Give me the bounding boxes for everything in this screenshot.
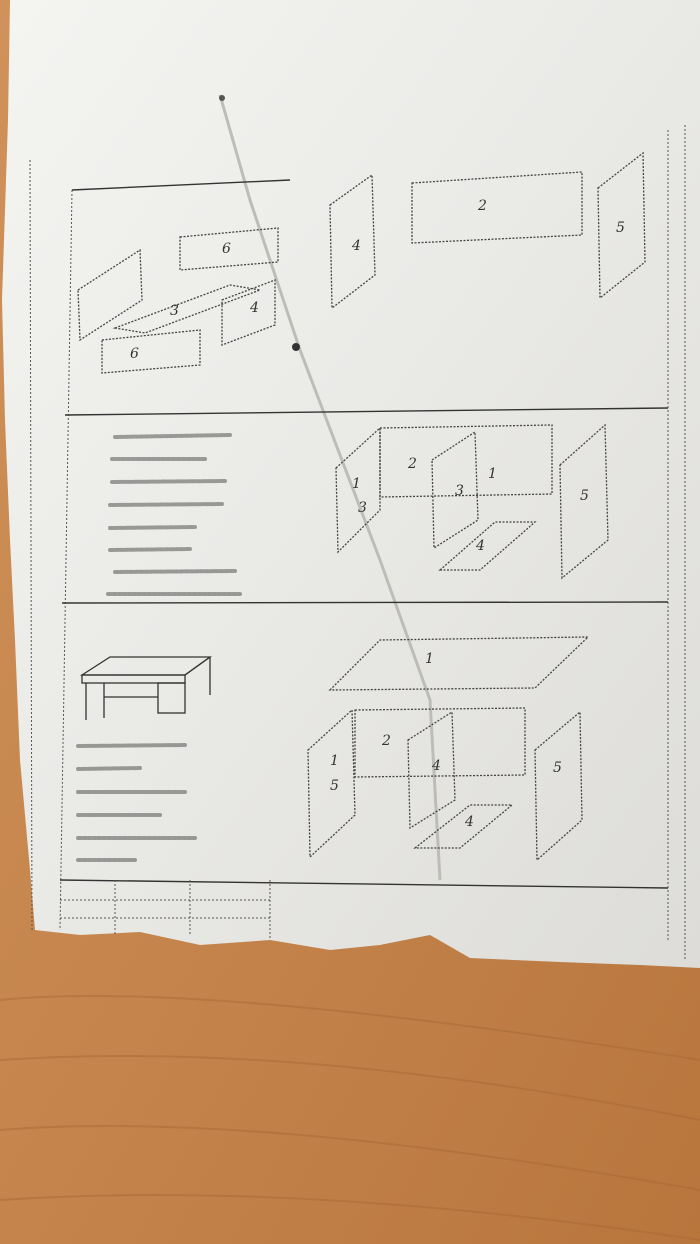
part-label: 6 (222, 241, 231, 257)
step-2-assembly-drawing: 2 1 3 1 5 3 4 (335, 423, 609, 580)
desk-thumbnail (79, 656, 213, 720)
part-label: 4 (475, 538, 485, 554)
part-label: 3 (358, 500, 367, 516)
step-3-assembly-text (76, 743, 197, 862)
part-label: 4 (464, 814, 474, 830)
part-label: 4 (431, 758, 441, 774)
part-label: 2 (407, 456, 417, 472)
part-label: 3 (455, 483, 464, 499)
step-2-assembly-text (106, 433, 242, 596)
step-3-assembly-drawing: 1 2 4 1 5 5 4 (307, 636, 590, 862)
part-label: 1 (425, 651, 434, 667)
part-label: 4 (351, 238, 361, 254)
step-1-exploded-parts: 6 6 4 3 4 2 5 (77, 151, 646, 374)
part-label: 1 (488, 466, 497, 482)
part-label: 5 (616, 220, 625, 236)
part-label: 5 (553, 760, 562, 776)
wood-grain (0, 995, 700, 1241)
staple-hole (219, 95, 225, 101)
part-label: 5 (580, 488, 589, 504)
part-label: 1 (330, 753, 339, 769)
part-label: 2 (381, 733, 391, 749)
drawing-frame (29, 125, 686, 960)
part-label: 2 (477, 198, 487, 214)
part-label: 1 (352, 476, 361, 492)
part-label: 5 (330, 778, 339, 794)
part-label: 6 (130, 346, 139, 362)
part-label: 4 (249, 300, 259, 316)
part-label: 3 (170, 303, 179, 319)
staple-hole (292, 343, 300, 351)
